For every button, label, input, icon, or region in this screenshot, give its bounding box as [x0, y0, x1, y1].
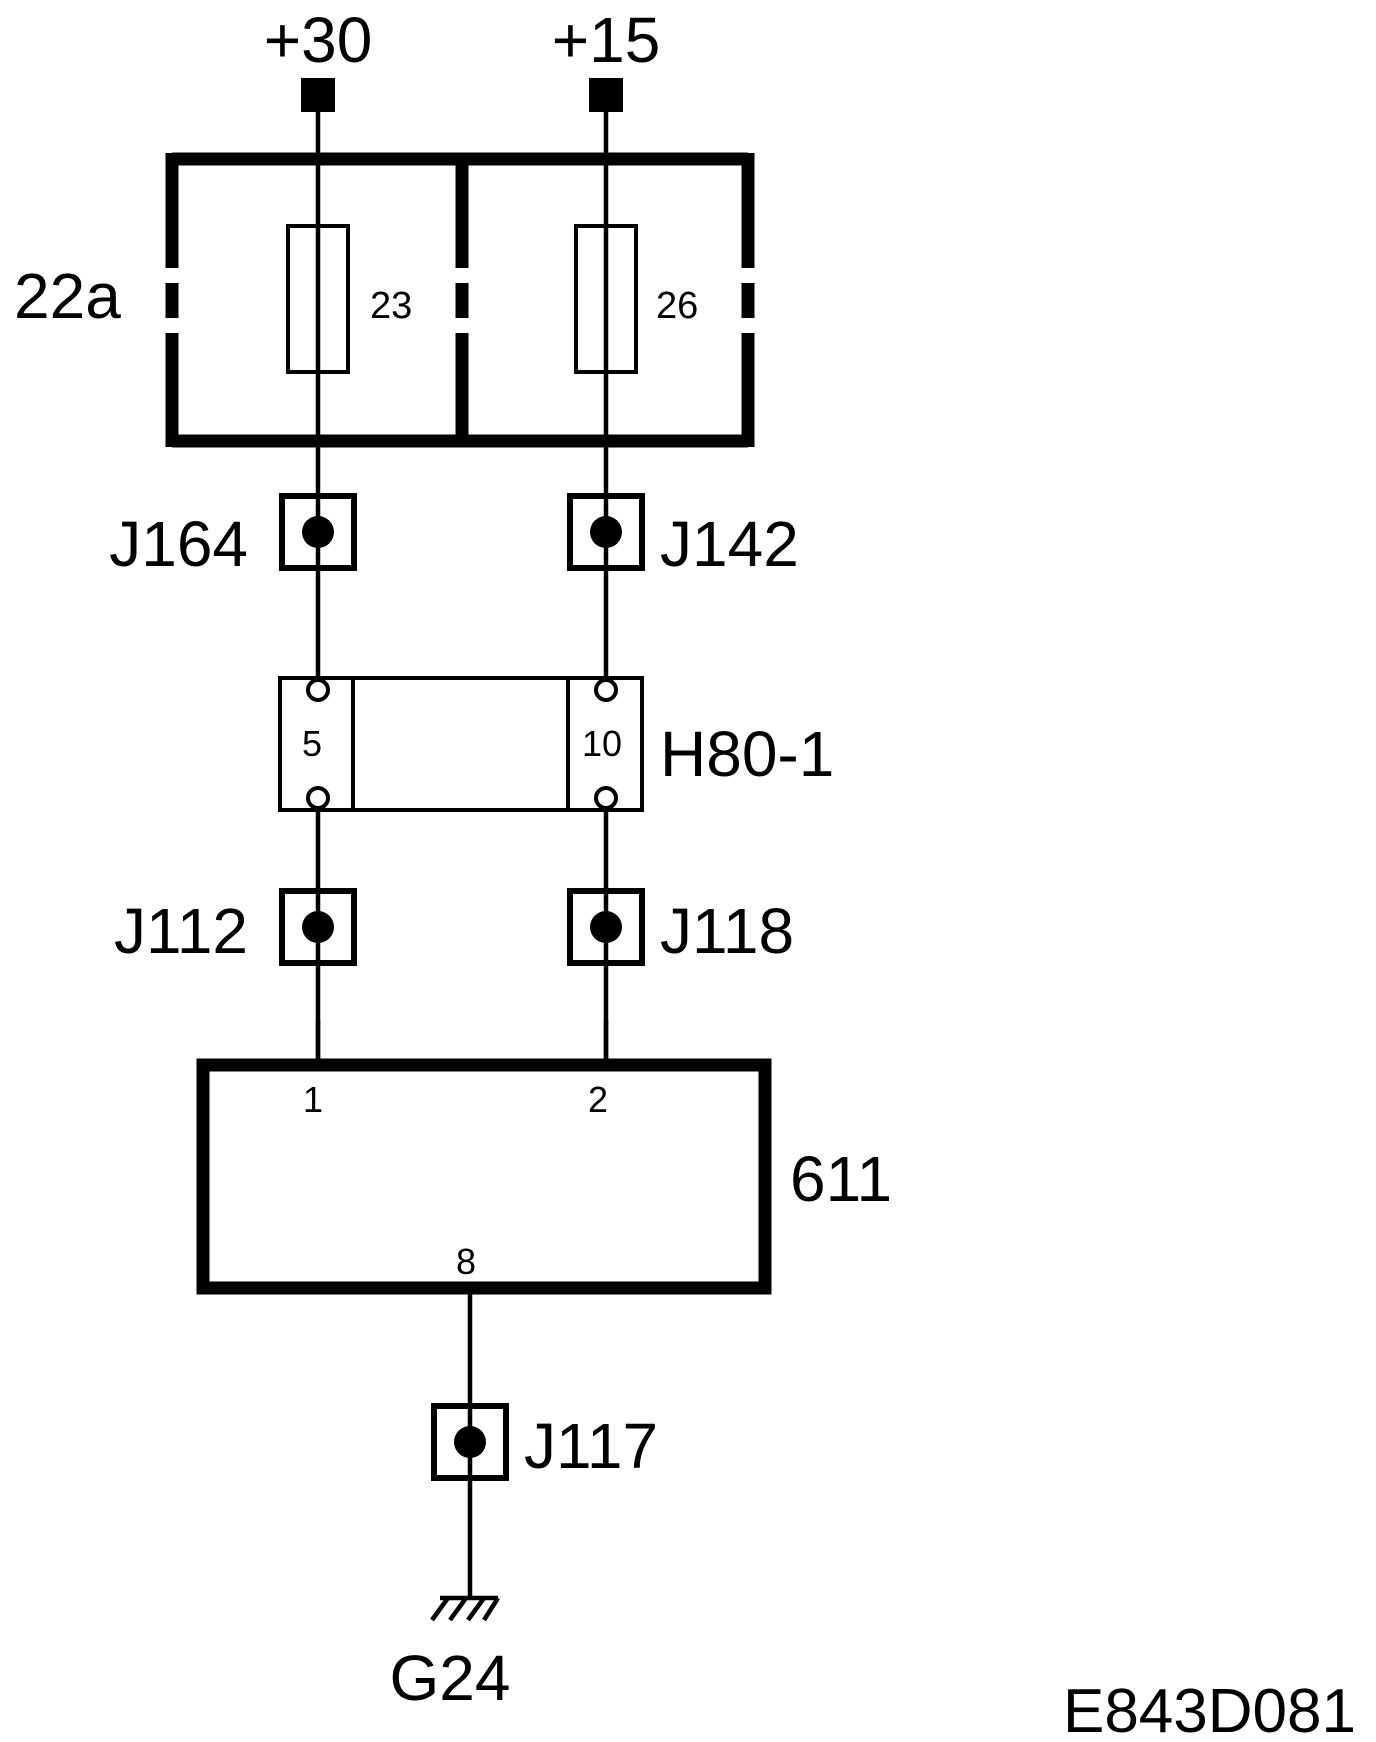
connector-j142-label: J142	[660, 508, 799, 580]
diagram-id: E843D081	[1063, 1677, 1356, 1742]
module-label: 611	[790, 1143, 892, 1215]
fuse-26-label: 26	[656, 285, 698, 327]
h80-pin-left-label: 5	[302, 723, 322, 764]
connector-j112-label: J112	[114, 895, 248, 967]
connector-j142-pin	[590, 516, 622, 548]
module-pin1-label: 1	[303, 1079, 323, 1120]
connector-j117-pin	[454, 1426, 486, 1458]
supply-label-plus30: +30	[264, 4, 373, 76]
supply-label-plus15: +15	[552, 4, 661, 76]
fuse-box-label: 22a	[14, 260, 121, 332]
ground-label: G24	[390, 1642, 511, 1714]
connector-j117-label: J117	[524, 1410, 658, 1482]
module-pin8-label: 8	[456, 1241, 476, 1282]
h80-pin5-top	[306, 678, 330, 702]
connector-j164-label: J164	[109, 508, 248, 580]
harness-connector-h80-1	[278, 676, 644, 812]
h80-pin5-bottom	[306, 786, 330, 810]
terminal-plus15	[589, 78, 623, 112]
harness-connector-label: H80-1	[660, 718, 834, 790]
connector-j118-pin	[590, 911, 622, 943]
connector-j112-pin	[302, 911, 334, 943]
ground-symbol	[430, 1595, 500, 1622]
connector-j164-pin	[302, 516, 334, 548]
h80-pin10-bottom	[594, 786, 618, 810]
fuse-box-22a	[165, 152, 755, 448]
h80-pin-right-label: 10	[582, 723, 622, 764]
fuse-23-label: 23	[370, 285, 412, 327]
terminal-plus30	[301, 78, 335, 112]
connector-j118-label: J118	[660, 895, 794, 967]
module-pin2-label: 2	[588, 1079, 608, 1120]
h80-pin10-top	[594, 678, 618, 702]
module-611	[196, 1058, 772, 1295]
